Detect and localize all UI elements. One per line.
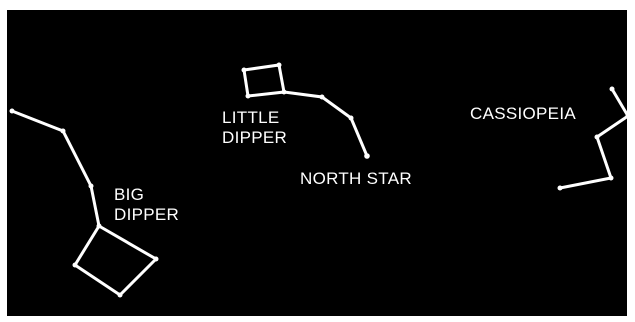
star [320, 95, 325, 100]
star [118, 293, 123, 298]
star [609, 176, 614, 181]
star [73, 263, 78, 268]
star [595, 135, 600, 140]
star [282, 90, 287, 95]
little-dipper-label: LITTLE DIPPER [222, 108, 287, 148]
big-dipper-label-line-1: BIG [114, 185, 179, 205]
star [610, 87, 615, 92]
star [558, 186, 563, 191]
big-dipper-label-line-2: DIPPER [114, 205, 179, 225]
north-star [364, 153, 370, 159]
cassiopeia-label: CASSIOPEIA [470, 104, 576, 124]
north-star-label-line-1: NORTH STAR [300, 169, 412, 189]
star [89, 184, 94, 189]
star [626, 114, 631, 119]
star [61, 129, 66, 134]
north-star-label: NORTH STAR [300, 169, 412, 189]
star [246, 94, 251, 99]
little-dipper-label-line-2: DIPPER [222, 128, 287, 148]
big-dipper-label: BIG DIPPER [114, 185, 179, 225]
star [277, 63, 282, 68]
star [349, 116, 354, 121]
little-dipper-lines [244, 65, 284, 96]
cassiopeia-label-line-1: CASSIOPEIA [470, 104, 576, 124]
star [97, 224, 102, 229]
star [154, 257, 159, 262]
little-dipper-handle-lines [284, 92, 367, 156]
little-dipper-label-line-1: LITTLE [222, 108, 287, 128]
star [10, 109, 15, 114]
star [242, 68, 247, 73]
